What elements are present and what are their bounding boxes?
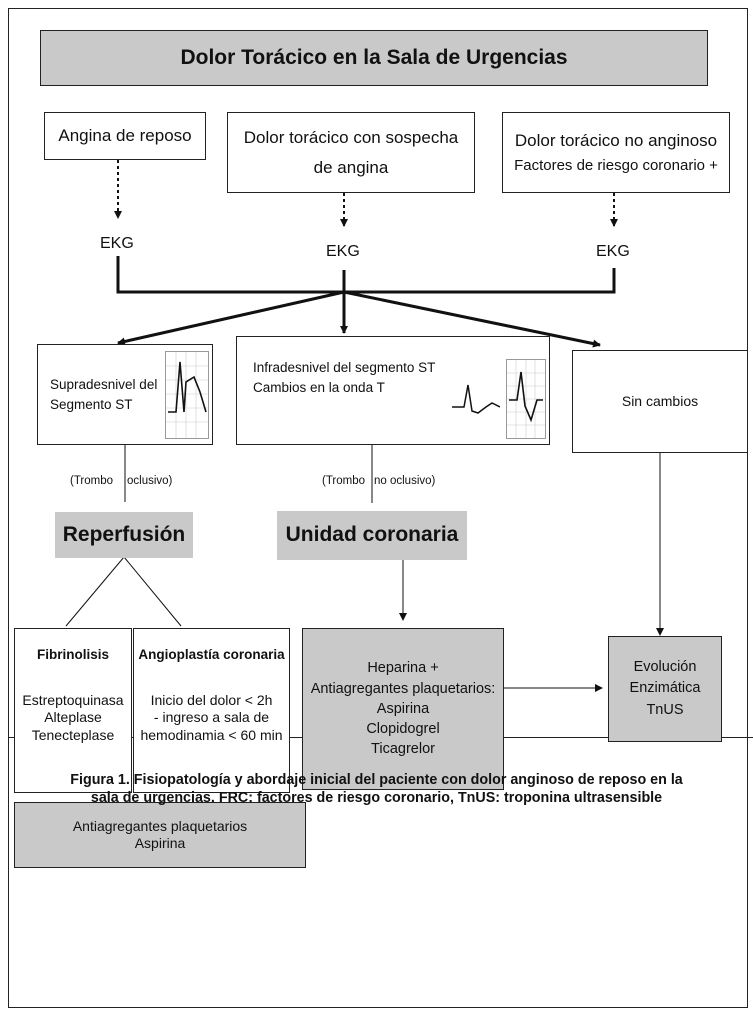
angioplastia-item: Inicio del dolor < 2h bbox=[150, 691, 273, 708]
no-anginoso-line2: Factores de riesgo coronario + bbox=[514, 156, 718, 174]
box-heparina: Heparina + Antiagregantes plaquetarios: … bbox=[302, 628, 504, 790]
box-sospecha-angina: Dolor torácico con sospecha de angina bbox=[227, 112, 475, 193]
ekg-label-2: EKG bbox=[326, 243, 360, 260]
sospecha-line2: de angina bbox=[313, 157, 389, 177]
angioplastia-item: - ingreso a sala de bbox=[153, 709, 270, 726]
box-reperfusion: Reperfusión bbox=[55, 512, 193, 558]
diagram-title: Dolor Torácico en la Sala de Urgencias bbox=[40, 30, 708, 86]
infra-line2: Cambios en la onda T bbox=[253, 379, 385, 395]
fibrinolisis-heading: Fibrinolisis bbox=[36, 647, 109, 662]
antiagregantes-line2: Aspirina bbox=[134, 835, 186, 851]
angioplastia-item: hemodinamia < 60 min bbox=[140, 726, 283, 743]
heparina-item: Antiagregantes plaquetarios: bbox=[310, 680, 496, 697]
label-trombo-no-oclusivo-a: (Trombo bbox=[322, 475, 366, 487]
heparina-item: Clopidogrel bbox=[366, 721, 440, 738]
box-fibrinolisis: Fibrinolisis Estreptoquinasa Alteplase T… bbox=[14, 628, 132, 793]
fibrinolisis-item: Estreptoquinasa bbox=[22, 691, 124, 708]
evolucion-item: Enzimática bbox=[629, 680, 701, 697]
supra-line2: Segmento ST bbox=[50, 396, 133, 412]
box-angina-reposo: Angina de reposo bbox=[44, 112, 206, 160]
figure-frame bbox=[8, 8, 748, 1008]
sospecha-line1: Dolor torácico con sospecha bbox=[243, 128, 459, 148]
label-trombo-oclusivo-a: (Trombo bbox=[70, 475, 114, 487]
heparina-item: Aspirina bbox=[376, 700, 430, 717]
ekg-bracket bbox=[116, 256, 616, 294]
ecg-st-depression-image bbox=[452, 377, 501, 429]
branch-right bbox=[343, 290, 601, 348]
fibrinolisis-item: Alteplase bbox=[44, 709, 102, 726]
label-trombo-no-oclusivo-b: no oclusivo) bbox=[374, 475, 436, 487]
caption-line2: sala de urgencias. FRC: factores de ries… bbox=[90, 789, 663, 806]
no-anginoso-line1: Dolor torácico no anginoso bbox=[514, 130, 718, 150]
ecg-st-elevation-image bbox=[165, 351, 209, 439]
box-evolucion: Evolución Enzimática TnUS bbox=[608, 636, 722, 742]
evolucion-item: TnUS bbox=[646, 701, 684, 718]
box-antiagregantes: Antiagregantes plaquetarios Aspirina bbox=[14, 802, 306, 868]
angioplastia-heading: Angioplastía coronaria bbox=[138, 647, 285, 662]
box-infradesnivel: Infradesnivel del segmento ST Cambios en… bbox=[236, 336, 550, 445]
antiagregantes-line1: Antiagregantes plaquetarios bbox=[72, 817, 248, 834]
ekg-label-1: EKG bbox=[100, 235, 134, 252]
evolucion-item: Evolución bbox=[633, 659, 697, 676]
heparina-item: Ticagrelor bbox=[371, 741, 435, 758]
figure-caption: Figura 1. Fisiopatología y abordaje inic… bbox=[0, 772, 753, 808]
ekg-label-3: EKG bbox=[596, 243, 630, 260]
box-angioplastia: Angioplastía coronaria Inicio del dolor … bbox=[133, 628, 290, 793]
box-sin-cambios: Sin cambios bbox=[572, 350, 748, 453]
infra-line1: Infradesnivel del segmento ST bbox=[253, 359, 436, 375]
box-no-anginoso: Dolor torácico no anginoso Factores de r… bbox=[502, 112, 730, 193]
box-unidad-coronaria: Unidad coronaria bbox=[277, 511, 467, 560]
label-trombo-oclusivo-b: oclusivo) bbox=[127, 475, 173, 487]
ecg-t-wave-image bbox=[506, 359, 546, 439]
heparina-item: Heparina + bbox=[367, 660, 439, 677]
branch-left bbox=[117, 290, 345, 346]
caption-line1: Figura 1. Fisiopatología y abordaje inic… bbox=[70, 772, 683, 788]
fibrinolisis-item: Tenecteplase bbox=[31, 726, 115, 743]
supra-line1: Supradesnivel del bbox=[50, 376, 158, 392]
